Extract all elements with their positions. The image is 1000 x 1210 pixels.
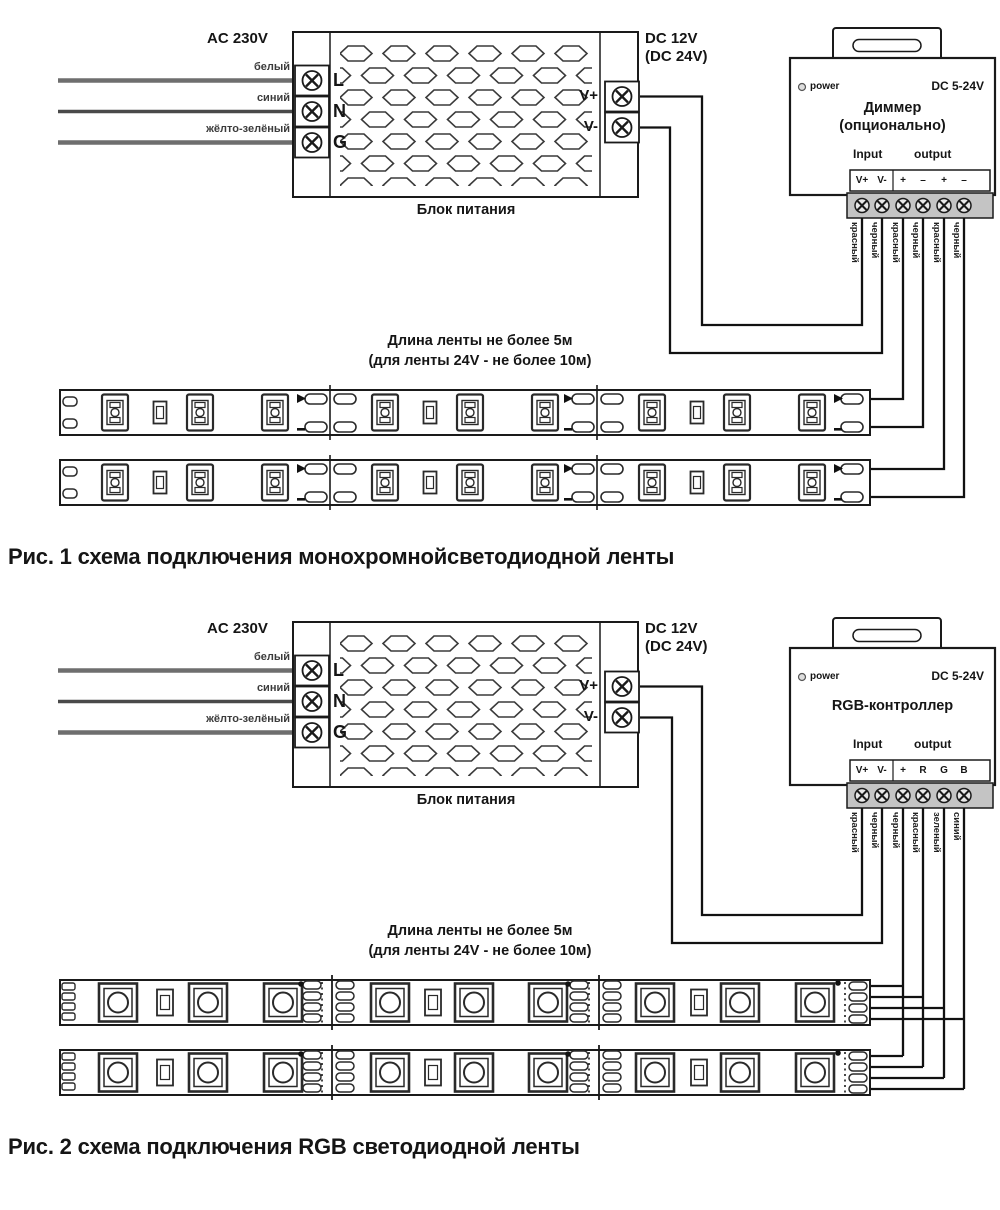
fig1-controller-voltage: DC 5-24V	[931, 79, 984, 93]
fig2-dc-voltage-label2: (DC 24V)	[645, 638, 708, 655]
fig1-dc-wire-label-0: красный	[849, 222, 860, 263]
fig1-ctrl-terminal-4: +	[941, 175, 947, 186]
fig1-ac-voltage-label: AC 230V	[207, 30, 268, 47]
fig2-terminal-N: N	[333, 691, 346, 711]
fig2-controller-title: RGB-контроллер	[831, 698, 954, 714]
fig1-dc-voltage-label: DC 12V	[645, 30, 698, 47]
fig2-caption: Рис. 2 схема подключения RGB светодиодно…	[8, 1134, 580, 1159]
fig1-wire-label-white: белый	[253, 61, 290, 73]
fig2-input-label: Input	[853, 737, 883, 751]
fig1-input-label: Input	[853, 147, 883, 161]
fig2-output-vplus: V+	[579, 677, 598, 694]
fig1-dc-wire-label-2: красный	[890, 222, 901, 263]
fig2-power-label: power	[810, 671, 840, 682]
fig1-output-vplus: V+	[579, 87, 598, 104]
fig2-terminal-G: G	[333, 722, 348, 742]
fig1-ctrl-terminal-3: –	[920, 175, 926, 186]
fig2-strip-note-line1: Длина ленты не более 5м	[387, 923, 573, 939]
fig2-dc-voltage-label: DC 12V	[645, 620, 698, 637]
fig1-ctrl-terminal-2: +	[900, 175, 906, 186]
fig2-output-vminus: V-	[583, 708, 598, 725]
fig2-ac-voltage-label: AC 230V	[207, 620, 268, 637]
fig2-ctrl-terminal-3: R	[919, 765, 927, 776]
fig2-dc-wire-label-1: черный	[869, 812, 880, 849]
fig1-ctrl-terminal-0: V+	[855, 175, 869, 186]
fig1-ctrl-terminal-1: V-	[877, 175, 887, 186]
fig2-dc-wire-label-0: красный	[849, 812, 860, 853]
fig1-dc-wire-label-1: черный	[869, 222, 880, 259]
fig2-ctrl-terminal-0: V+	[855, 765, 869, 776]
fig1-terminal-L: L	[333, 70, 344, 90]
figure1-dc-wires	[640, 95, 966, 499]
fig1-strip-note-line1: Длина ленты не более 5м	[387, 333, 573, 349]
fig1-terminal-G: G	[333, 132, 348, 152]
fig1-terminal-N: N	[333, 101, 346, 121]
fig1-strip-note-line2: (для ленты 24V - не более 10м)	[368, 353, 592, 369]
fig1-caption: Рис. 1 схема подключения монохромнойсвет…	[8, 544, 675, 569]
fig2-psu-label: Блок питания	[416, 792, 516, 808]
fig2-dc-wire-label-5: синий	[951, 812, 962, 841]
fig2-wire-label-white: белый	[253, 651, 290, 663]
fig1-controller-title: Диммер	[863, 100, 922, 116]
fig2-ctrl-terminal-2: +	[900, 765, 906, 776]
fig2-dc-wire-label-3: красный	[910, 812, 921, 853]
fig2-wire-label-blue: синий	[256, 682, 290, 694]
fig2-output-label: output	[914, 737, 952, 751]
fig1-power-label: power	[810, 81, 840, 92]
fig1-dc-wire-label-4: красный	[931, 222, 942, 263]
fig2-wire-label-yellow-green: жёлто-зелёный	[206, 713, 290, 725]
fig1-controller-title2: (опционально)	[839, 118, 946, 134]
fig2-strip-note-line2: (для ленты 24V - не более 10м)	[368, 943, 592, 959]
fig1-ctrl-terminal-5: –	[961, 175, 967, 186]
fig1-wire-label-yellow-green: жёлто-зелёный	[206, 123, 290, 135]
figure1-schematic	[58, 28, 995, 510]
fig2-controller-voltage: DC 5-24V	[931, 669, 984, 683]
fig1-output-label: output	[914, 147, 952, 161]
fig1-dc-wire-label-3: черный	[910, 222, 921, 259]
fig2-dc-wire-label-4: зеленый	[931, 812, 942, 853]
fig2-ctrl-terminal-5: B	[960, 765, 968, 776]
fig2-dc-wire-label-2: черный	[890, 812, 901, 849]
fig1-output-vminus: V-	[583, 118, 598, 135]
fig2-terminal-L: L	[333, 660, 344, 680]
fig1-dc-wire-label-5: черный	[951, 222, 962, 259]
fig1-psu-label: Блок питания	[416, 202, 516, 218]
figure2-schematic	[58, 618, 995, 1100]
fig1-dc-voltage-label2: (DC 24V)	[645, 48, 708, 65]
fig2-ctrl-terminal-4: G	[940, 765, 948, 776]
fig2-ctrl-terminal-1: V-	[877, 765, 887, 776]
fig1-wire-label-blue: синий	[256, 92, 290, 104]
